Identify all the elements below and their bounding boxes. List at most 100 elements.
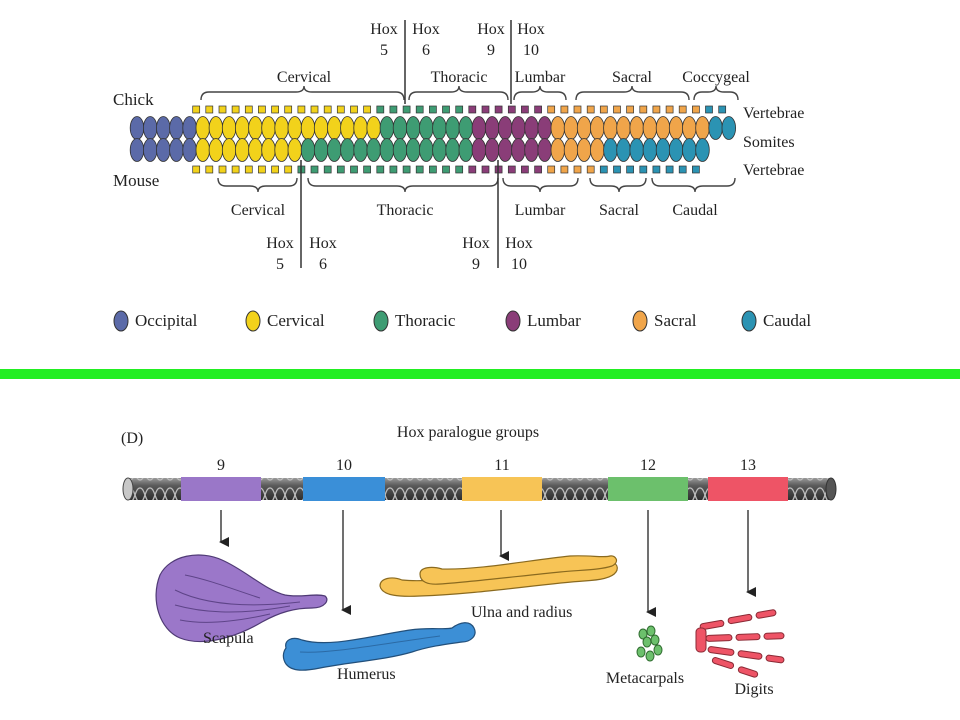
chick-vertebra — [284, 105, 293, 114]
mouse-somite — [682, 138, 697, 162]
legend-thoracic-label: Thoracic — [395, 311, 456, 330]
chick-somite — [590, 116, 605, 140]
chick-vertebra — [218, 105, 227, 114]
humerus-bone — [282, 622, 476, 671]
mouse-vertebra — [573, 165, 582, 174]
hox13-segment — [708, 477, 788, 501]
metacarpals-bone — [636, 625, 663, 662]
mouse-vertebra — [481, 165, 490, 174]
legend-sacral: Sacral — [632, 310, 697, 332]
mouse-vertebra — [665, 165, 674, 174]
chick-somite — [274, 116, 289, 140]
legend-cervical-label: Cervical — [267, 311, 325, 330]
mouse-vertebra — [258, 165, 266, 174]
mouse-region-sacral: Sacral — [599, 202, 640, 219]
mouse-vertebra — [521, 165, 529, 174]
mouse-somite — [379, 138, 395, 162]
chick-somite — [498, 116, 513, 140]
chick-vertebra — [613, 105, 621, 114]
metacarpals-label: Metacarpals — [606, 670, 684, 687]
mouse-vertebra — [192, 165, 201, 174]
mouse-somite — [471, 138, 487, 162]
chick-somite — [511, 116, 526, 140]
chick-vertebra — [455, 105, 464, 114]
chick-vertebra — [468, 105, 477, 114]
hox10-number: 10 — [336, 457, 352, 474]
chick-vertebra — [310, 105, 319, 114]
mouse-somite — [484, 138, 500, 162]
chick-bracket-lumbar — [513, 85, 567, 101]
mouse-somite — [392, 138, 408, 162]
chick-somite — [327, 116, 342, 140]
mouse-vertebra — [442, 165, 450, 174]
chick-vertebra — [639, 105, 648, 114]
hox11-segment — [462, 477, 542, 501]
chick-hox6-label: Hox — [412, 21, 440, 38]
chick-somite — [300, 116, 316, 140]
mouse-somite — [248, 138, 263, 162]
chick-somite — [195, 116, 211, 140]
mouse-vertebra — [231, 165, 240, 174]
chick-vertebra — [205, 105, 214, 114]
mouse-hox9-label: Hox — [462, 235, 490, 252]
mouse-somite — [524, 138, 539, 162]
somite-panel: Chick Mouse Cervical Thoracic Lumbar Sac… — [113, 20, 811, 332]
chick-somite — [563, 116, 579, 140]
mouse-somite — [274, 138, 289, 162]
mouse-somite — [498, 138, 513, 162]
chick-vertebra — [244, 105, 253, 114]
mouse-somite — [432, 138, 447, 162]
chick-region-sacral: Sacral — [612, 69, 653, 86]
mouse-bracket-sacral — [589, 177, 647, 193]
chick-region-lumbar: Lumbar — [515, 69, 566, 86]
legend-thoracic-swatch — [373, 310, 389, 332]
chick-hox5-num: 5 — [380, 42, 388, 59]
mouse-vertebra — [507, 165, 516, 174]
chick-vertebra — [560, 105, 569, 114]
legend-occipital-swatch — [113, 310, 129, 332]
mouse-vertebra — [652, 165, 661, 174]
mouse-somite — [142, 138, 158, 162]
chick-vertebra — [547, 105, 556, 114]
mouse-somite — [550, 138, 566, 162]
chick-somite — [576, 116, 592, 140]
chick-somite — [208, 116, 224, 140]
mouse-somite — [327, 138, 342, 162]
chick-somite — [682, 116, 697, 140]
digits-label: Digits — [734, 681, 773, 698]
chick-somite — [142, 116, 158, 140]
hox12-number: 12 — [640, 457, 656, 474]
humerus-label: Humerus — [337, 666, 396, 683]
mouse-hox10-label: Hox — [505, 235, 533, 252]
legend-caudal: Caudal — [741, 310, 811, 332]
chromosome-left-cap — [122, 477, 134, 501]
chick-bracket-thoracic — [408, 85, 509, 101]
chick-vertebra — [258, 105, 266, 114]
scapula-bone — [155, 554, 328, 643]
scapula-label: Scapula — [203, 630, 254, 647]
chick-somite — [629, 116, 644, 140]
mouse-region-thoracic: Thoracic — [377, 202, 434, 219]
mouse-somite — [353, 138, 368, 162]
mouse-label: Mouse — [113, 171, 159, 190]
chick-hox9-num: 9 — [487, 42, 495, 59]
mouse-region-cervical: Cervical — [231, 202, 286, 219]
chick-somite — [484, 116, 500, 140]
chick-vertebra — [652, 105, 661, 114]
mouse-vertebra — [692, 165, 700, 174]
mouse-bracket-caudal — [651, 177, 736, 193]
chick-somites-row — [129, 116, 737, 140]
chick-vertebra — [192, 105, 201, 114]
ulna-radius-bone — [379, 555, 618, 597]
mouse-vertebra — [336, 165, 345, 174]
chick-vertebra — [665, 105, 674, 114]
mouse-vertebra — [271, 165, 279, 174]
mouse-vertebra — [284, 165, 293, 174]
chick-somite — [234, 116, 250, 140]
panel-d-label: (D) — [121, 430, 143, 447]
mouse-vertebra — [678, 165, 687, 174]
legend-sacral-swatch — [632, 310, 648, 332]
legend-thoracic: Thoracic — [373, 310, 456, 332]
chick-somite — [169, 116, 184, 140]
mouse-vertebra — [310, 165, 319, 174]
